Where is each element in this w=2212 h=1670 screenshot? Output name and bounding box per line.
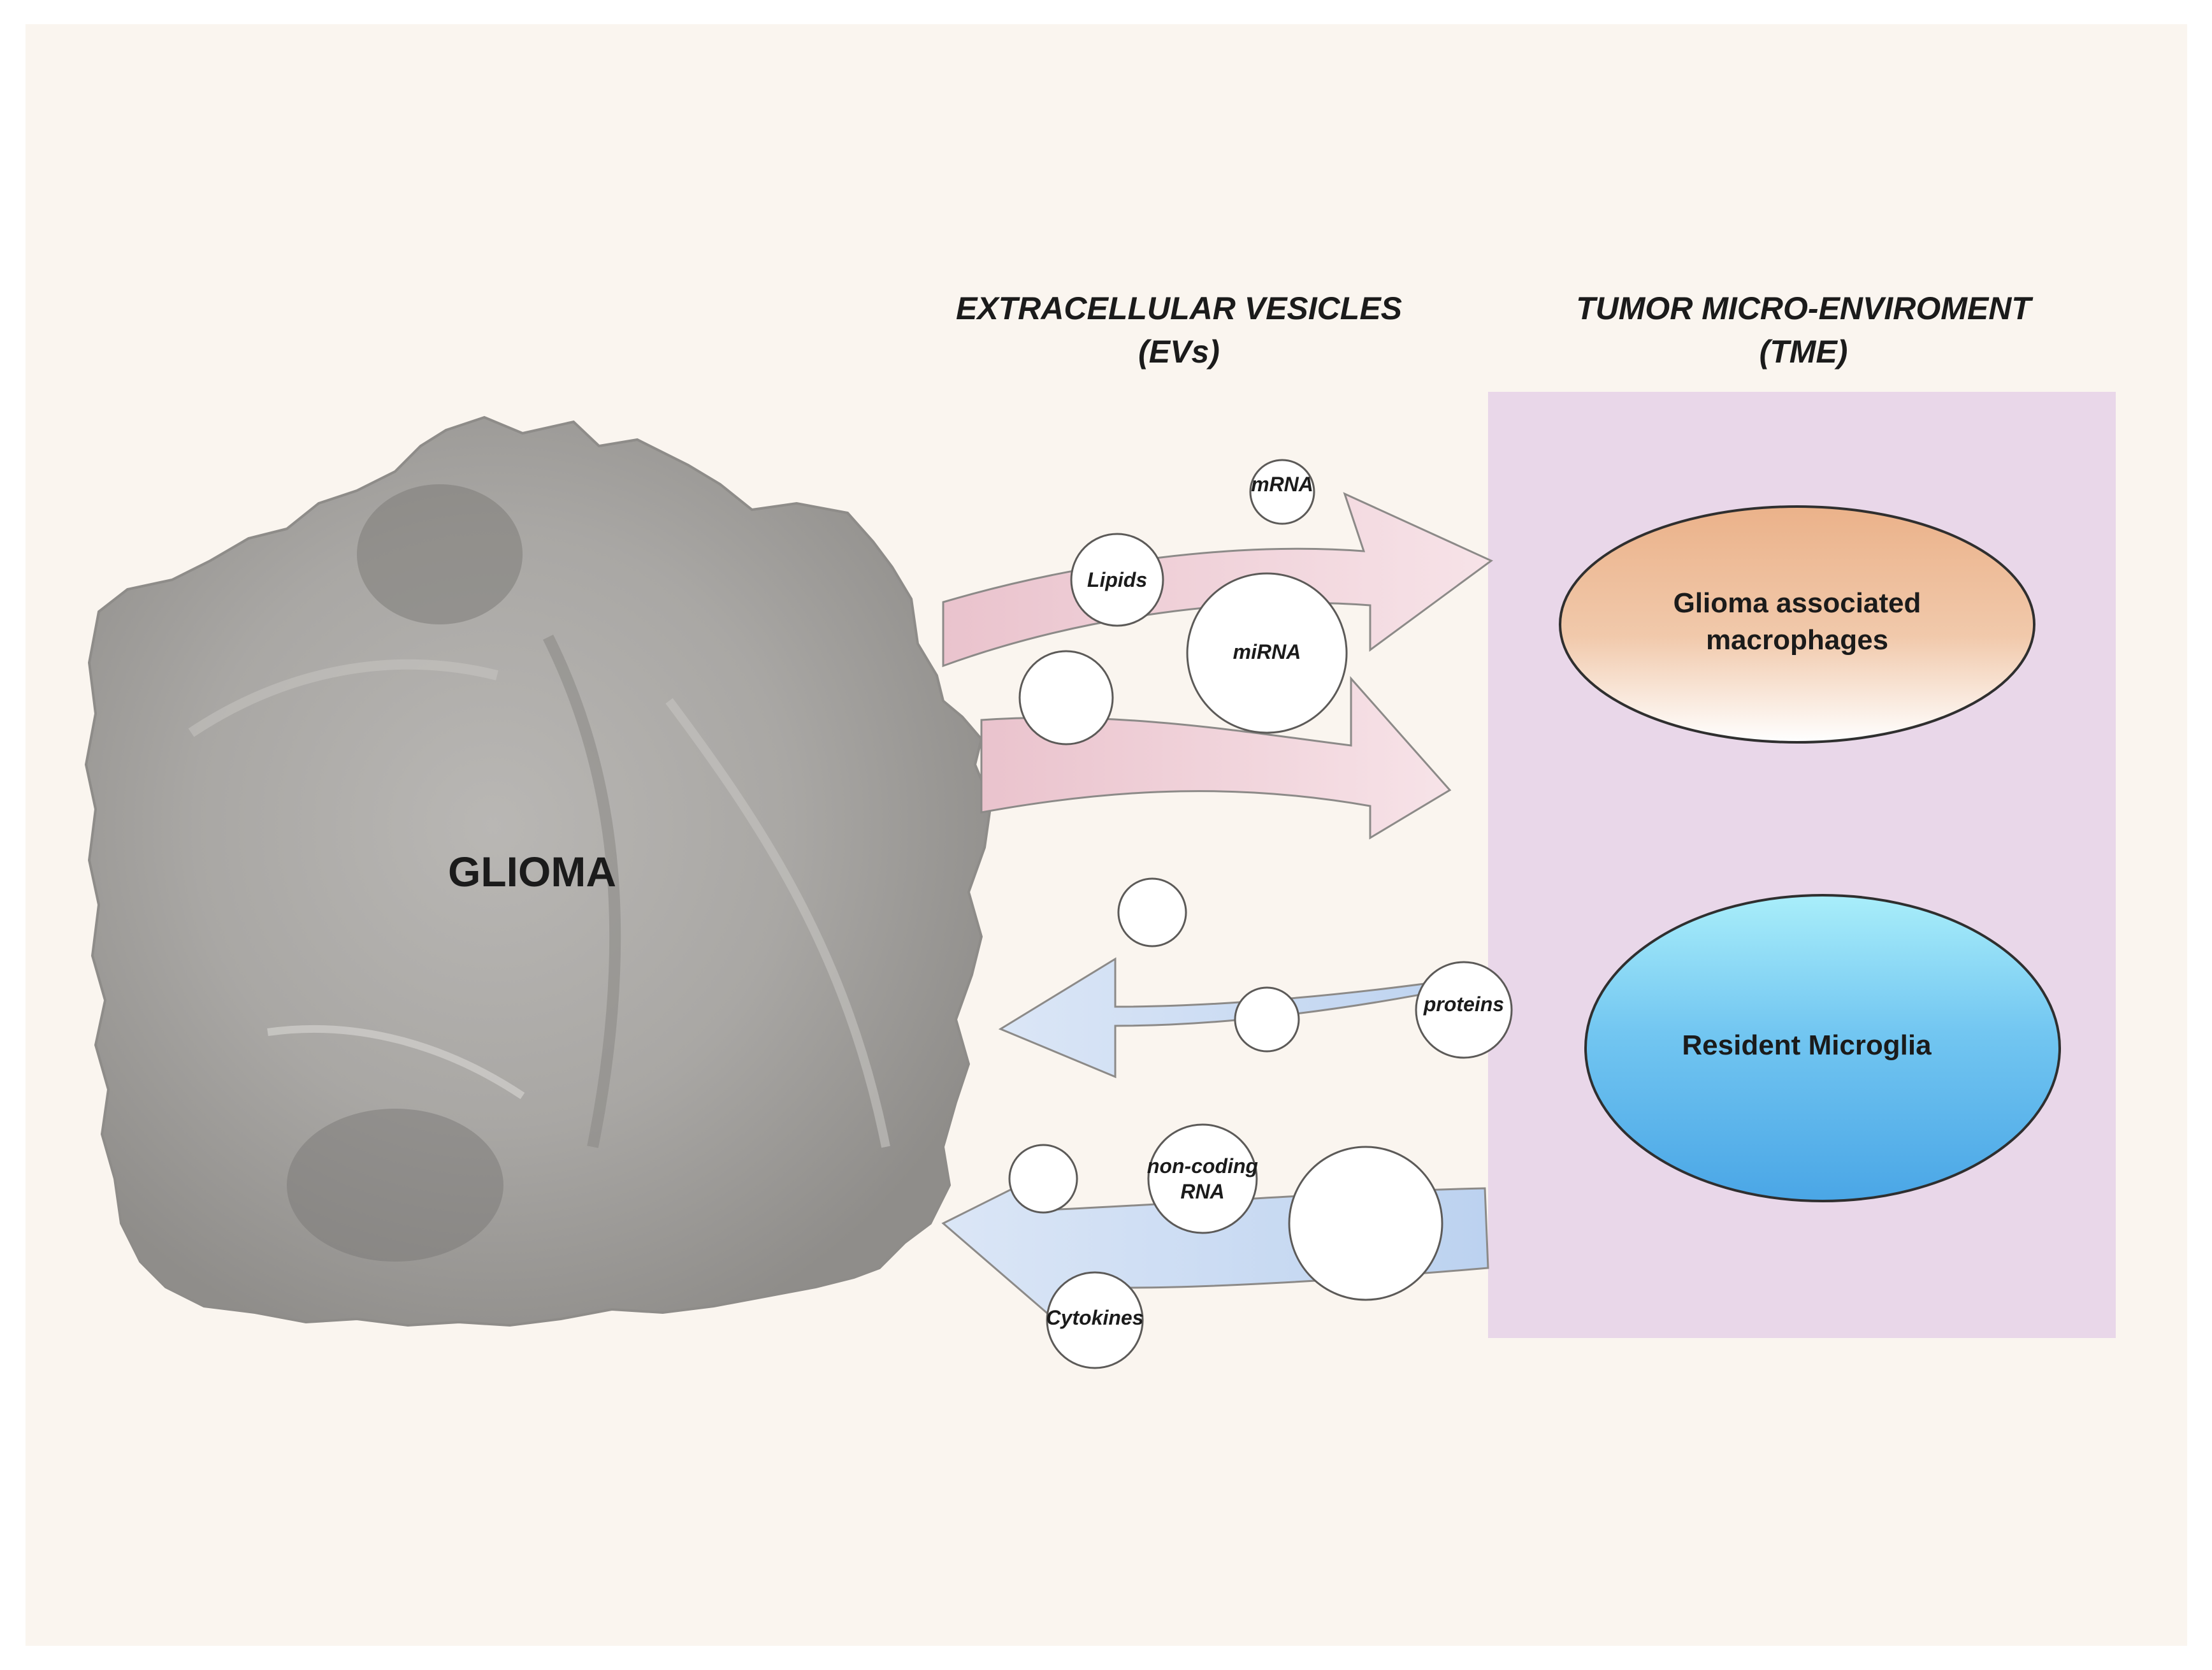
noncoding-label: non-coding RNA [1132,1153,1273,1204]
cytokines-label: Cytokines [1046,1306,1144,1329]
tme-header: TUMOR MICRO-ENVIROMENT (TME) [1517,287,2090,373]
vesicles [1008,459,1513,1369]
macrophages-label-line2: macrophages [1705,624,1889,656]
arrow-out-lower [980,676,1452,840]
ev-header: EXTRACELLULAR VESICLES (EVs) [892,287,1466,373]
vesicle-blank-3 [1234,986,1300,1053]
ev-header-line2: (EVs) [1138,334,1220,370]
noncoding-label-line2: RNA [1180,1180,1225,1203]
macrophages-label: Glioma associated macrophages [1606,585,1988,659]
lipids-label: Lipids [1087,568,1148,591]
noncoding-label-line1: non-coding [1146,1155,1259,1177]
vesicle-blank-5 [1288,1146,1443,1301]
vesicle-proteins [1415,961,1513,1059]
microglia-label: Resident Microglia [1682,1030,1932,1061]
microglia-cell [1584,894,2061,1202]
vesicle-lipids [1070,533,1164,627]
vesicle-blank-1 [1018,650,1114,745]
mrna-label: mRNA [1251,473,1313,496]
vesicle-blank-2 [1117,877,1187,947]
tme-header-line1: TUMOR MICRO-ENVIROMENT [1576,291,2031,326]
glioma-label: GLIOMA [448,848,616,895]
vesicle-mirna [1186,572,1348,734]
ev-header-line1: EXTRACELLULAR VESICLES [955,291,1403,326]
macrophages-label-line1: Glioma associated [1673,587,1921,619]
vesicle-noncoding [1147,1123,1258,1234]
mirna-label: miRNA [1233,640,1301,663]
glioma-tumor [84,415,993,1327]
vesicle-cytokines [1046,1271,1144,1369]
tme-header-line2: (TME) [1759,334,1848,370]
vesicle-blank-4 [1008,1144,1078,1214]
macrophages-cell [1559,505,2035,744]
proteins-label: proteins [1423,993,1505,1016]
vesicle-mrna [1249,459,1315,525]
